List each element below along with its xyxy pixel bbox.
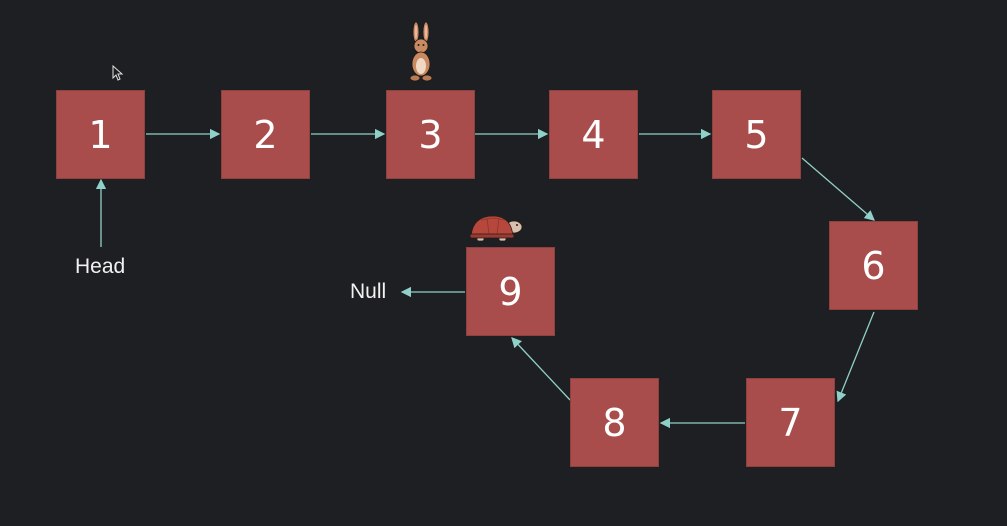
node-value: 7	[778, 400, 803, 445]
list-node-3: 3	[386, 90, 475, 179]
list-node-7: 7	[746, 378, 835, 467]
list-node-1: 1	[56, 90, 145, 179]
node-value: 8	[602, 400, 627, 445]
rabbit-icon	[409, 22, 433, 82]
mouse-pointer-icon	[112, 65, 124, 81]
node-value: 6	[861, 243, 886, 288]
node-value: 1	[88, 112, 113, 157]
tortoise-icon	[469, 215, 523, 242]
list-node-8: 8	[570, 378, 659, 467]
list-node-2: 2	[221, 90, 310, 179]
node-value: 2	[253, 112, 278, 157]
arrow-5-to-6	[801, 157, 875, 221]
node-value: 4	[581, 112, 606, 157]
list-node-6: 6	[829, 221, 918, 310]
list-node-9: 9	[466, 247, 555, 336]
arrow-6-to-7	[836, 311, 875, 403]
node-value: 9	[498, 269, 523, 314]
list-node-4: 4	[549, 90, 638, 179]
null-label: Null	[350, 280, 387, 303]
node-value: 3	[418, 112, 443, 157]
head-label: Head	[75, 255, 126, 278]
list-node-5: 5	[712, 90, 801, 179]
node-value: 5	[744, 112, 769, 157]
arrow-8-to-9	[511, 337, 571, 401]
